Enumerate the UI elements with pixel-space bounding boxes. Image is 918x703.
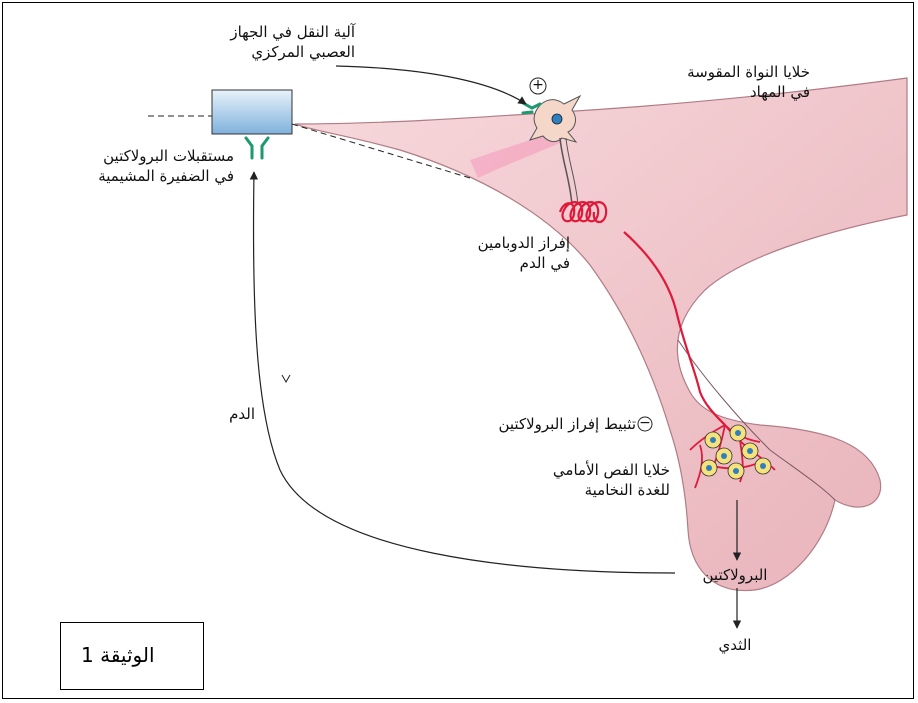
receptors-line1: مستقبلات البرولاكتين xyxy=(20,146,234,166)
transport-arrow xyxy=(336,66,526,104)
pituitary-cell xyxy=(701,460,717,476)
arcuate-line1: خلايا النواة المقوسة xyxy=(600,62,810,82)
cns-transport-line2: العصبي المركزي xyxy=(150,42,355,62)
blood-label: الدم xyxy=(205,404,255,424)
prolactin-receptor-icon xyxy=(246,138,268,158)
pituitary-cell xyxy=(728,463,744,479)
dopamine-line2: في الدم xyxy=(420,253,570,273)
choroid-plexus-box xyxy=(212,90,292,134)
document-label-box: الوثيقة 1 xyxy=(60,622,204,690)
dopamine-line1: إفراز الدوبامين xyxy=(420,233,570,253)
document-label: الوثيقة 1 xyxy=(81,643,155,667)
pituitary-line2: للغدة النخامية xyxy=(460,480,670,500)
inhibition-label: تثبيط إفراز البرولاكتين xyxy=(420,414,636,434)
cns-transport-label: آلية النقل في الجهاز العصبي المركزي xyxy=(150,22,355,62)
dopamine-label: إفراز الدوبامين في الدم xyxy=(420,233,570,273)
plus-sign: + xyxy=(532,76,544,94)
pituitary-label: خلايا الفص الأمامي للغدة النخامية xyxy=(460,460,670,500)
arcuate-line2: في المهاد xyxy=(600,82,810,102)
pituitary-cell xyxy=(730,425,746,441)
arcuate-label: خلايا النواة المقوسة في المهاد xyxy=(600,62,810,102)
feedback-tick xyxy=(282,375,290,382)
pituitary-line1: خلايا الفص الأمامي xyxy=(460,460,670,480)
pituitary-cell xyxy=(755,458,771,474)
breast-label: الثدي xyxy=(700,635,770,655)
hypothalamus-pituitary-tissue xyxy=(295,78,907,591)
pituitary-cell xyxy=(705,432,721,448)
receptors-line2: في الضفيرة المشيمية xyxy=(20,166,234,186)
cns-transport-line1: آلية النقل في الجهاز xyxy=(150,22,355,42)
pituitary-cell xyxy=(716,448,732,464)
minus-sign: − xyxy=(639,414,651,432)
receptors-label: مستقبلات البرولاكتين في الضفيرة المشيمية xyxy=(20,146,234,186)
pituitary-cell xyxy=(742,443,758,459)
prolactin-label: البرولاكتين xyxy=(680,565,790,585)
